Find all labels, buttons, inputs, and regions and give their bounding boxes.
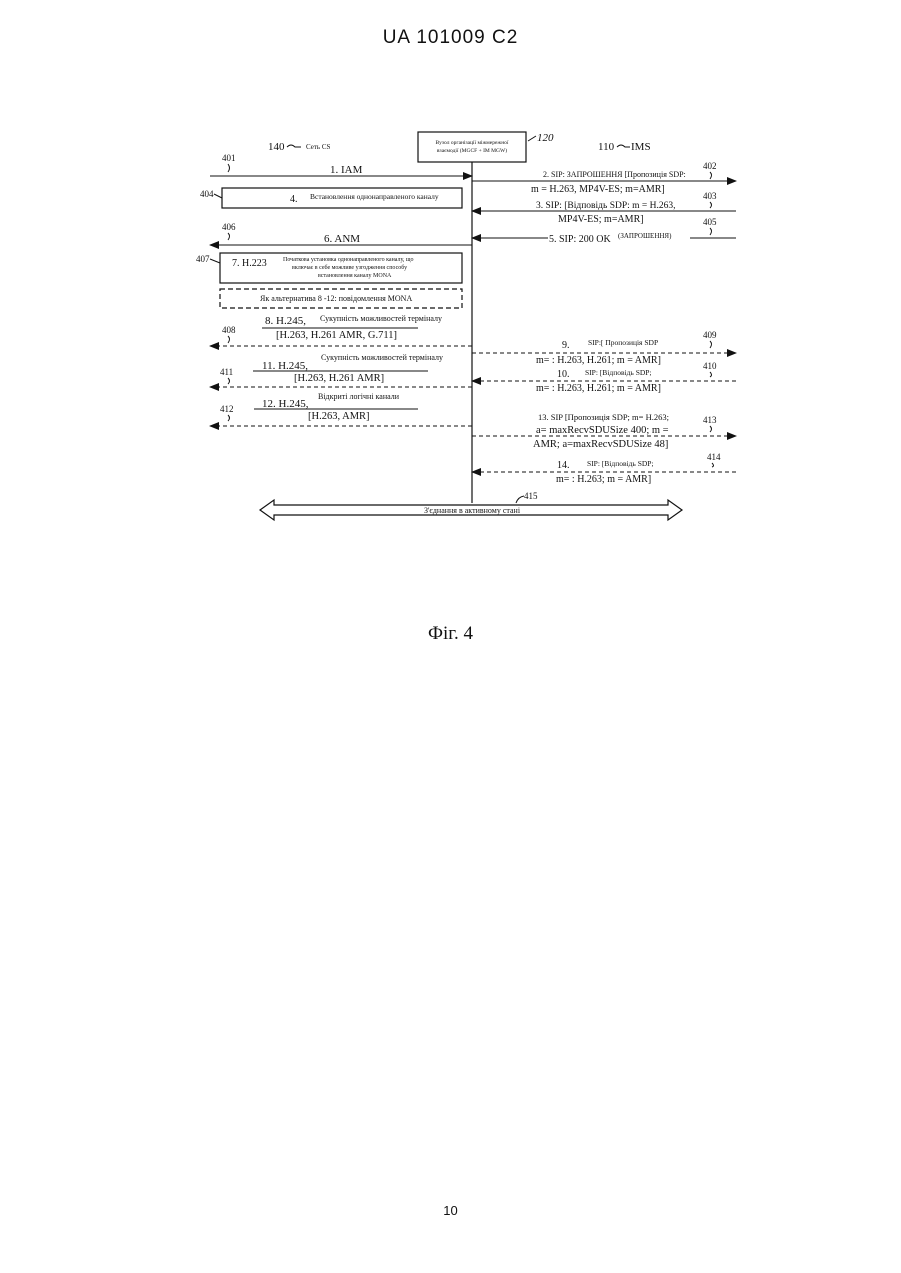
- alternative-label: Як альтернатива 8 -12: повідомлення MONA: [260, 294, 412, 303]
- ref-412-tick: [228, 415, 230, 421]
- node-ref-label: 120: [537, 132, 554, 144]
- ref-412: 412: [220, 404, 234, 414]
- ref-415-leader: [516, 496, 524, 503]
- ref-413: 413: [703, 415, 717, 425]
- msg4-text: Встановлення однонаправленого каналу: [310, 192, 439, 201]
- msg6-label: 6. ANM: [324, 233, 360, 245]
- ref-407-tick: [210, 259, 220, 263]
- msg3-line1: 3. SIP: [Відповідь SDP: m = H.263,: [536, 201, 676, 211]
- ref-410-tick: [710, 372, 712, 377]
- ims-arrow-icon: [617, 145, 630, 147]
- ref-409: 409: [703, 330, 717, 340]
- ref-406-tick: [228, 233, 230, 240]
- ref-411-tick: [228, 378, 230, 384]
- node-line-1: Вузол організації міжмережної: [436, 140, 509, 146]
- ref-404-tick: [214, 194, 222, 198]
- ref-402-tick: [710, 172, 712, 179]
- msg9-top: SIP:[ Пропозиція SDP: [588, 338, 658, 347]
- msg10-number: 10.: [557, 369, 570, 380]
- cs-ref-label: 140: [268, 141, 285, 153]
- ref-403-tick: [710, 202, 712, 208]
- msg7-line3: встановлення каналу MONA: [318, 273, 392, 279]
- ref-405-tick: [710, 228, 712, 235]
- ref-403: 403: [703, 191, 717, 201]
- msg8-top: Сукупність можливостей терміналу: [320, 314, 442, 323]
- msg13-line3: AMR; a=maxRecvSDUSize 48]: [533, 439, 668, 450]
- ims-network-label: IMS: [631, 141, 651, 153]
- cs-arrow-icon: [287, 145, 301, 147]
- ref-402: 402: [703, 161, 717, 171]
- page-number: 10: [0, 1203, 901, 1218]
- ref-414: 414: [707, 452, 721, 462]
- msg1-label: 1. IAM: [330, 164, 363, 176]
- ref-401: 401: [222, 153, 236, 163]
- ref-408: 408: [222, 325, 236, 335]
- msg11-top: Сукупність можливостей терміналу: [321, 353, 443, 362]
- ref-413-tick: [710, 426, 712, 432]
- msg7-number: 7. H.223: [232, 258, 267, 269]
- msg5-sublabel: (ЗАПРОШЕННЯ): [618, 232, 672, 240]
- msg14-bottom: m= : H.263; m = AMR]: [556, 474, 651, 485]
- ref-406: 406: [222, 222, 236, 232]
- ref-409-tick: [710, 341, 712, 348]
- ref-414-tick: [712, 463, 714, 467]
- msg8-bottom: [H.263, H.261 AMR, G.711]: [276, 330, 397, 341]
- node-line-2: взаємодії (MGCF + IM MGW): [437, 147, 507, 154]
- msg2-line2: m = H.263, MP4V-ES; m=AMR]: [531, 184, 665, 195]
- msg4-number: 4.: [290, 194, 298, 205]
- ref-408-tick: [228, 336, 230, 343]
- msg14-top: SIP: [Відповідь SDP;: [587, 459, 654, 468]
- ref-407: 407: [196, 254, 210, 264]
- ref-410: 410: [703, 361, 717, 371]
- ref-401-tick: [228, 164, 230, 172]
- msg9-number: 9.: [562, 340, 570, 351]
- ref-404: 404: [200, 189, 214, 199]
- node-ref-leader: [528, 136, 536, 141]
- msg7-line2: включає в себе можливе узгодження способ…: [292, 264, 407, 271]
- msg5-label: 5. SIP: 200 OK: [549, 234, 611, 245]
- figure-caption: Фіг. 4: [0, 623, 901, 645]
- ims-ref-label: 110: [598, 141, 615, 153]
- msg12-bottom: [H.263, AMR]: [308, 411, 370, 422]
- msg12-top: Відкриті логічні канали: [318, 392, 400, 401]
- msg8-number: 8. H.245,: [265, 315, 306, 327]
- msg10-top: SIP: [Відповідь SDP;: [585, 368, 652, 377]
- msg3-line2: MP4V-ES; m=AMR]: [558, 214, 644, 225]
- msg11-bottom: [H.263, H.261 AMR]: [294, 373, 384, 384]
- msg12-number: 12. H.245,: [262, 398, 309, 410]
- msg2-line1: 2. SIP: ЗАПРОШЕННЯ [Пропозиція SDP:: [543, 170, 686, 179]
- ref-415: 415: [524, 491, 538, 501]
- msg13-line2: a= maxRecvSDUSize 400; m =: [536, 425, 669, 436]
- ref-405: 405: [703, 217, 717, 227]
- msg13-line1: 13. SIP [Пропозиція SDP; m= H.263;: [538, 412, 669, 422]
- cs-network-label: Сеть CS: [306, 143, 331, 151]
- ref-411: 411: [220, 367, 233, 377]
- msg7-line1: Початкова установка однонаправленого кан…: [283, 257, 414, 263]
- msg14-number: 14.: [557, 460, 570, 471]
- msg9-bottom: m= : H.263, H.261; m = AMR]: [536, 355, 661, 366]
- active-connection-label: З'єднання в активному стані: [424, 506, 521, 515]
- interworking-node-box: [418, 132, 526, 162]
- msg11-number: 11. H.245,: [262, 360, 308, 372]
- msg10-bottom: m= : H.263, H.261; m = AMR]: [536, 383, 661, 394]
